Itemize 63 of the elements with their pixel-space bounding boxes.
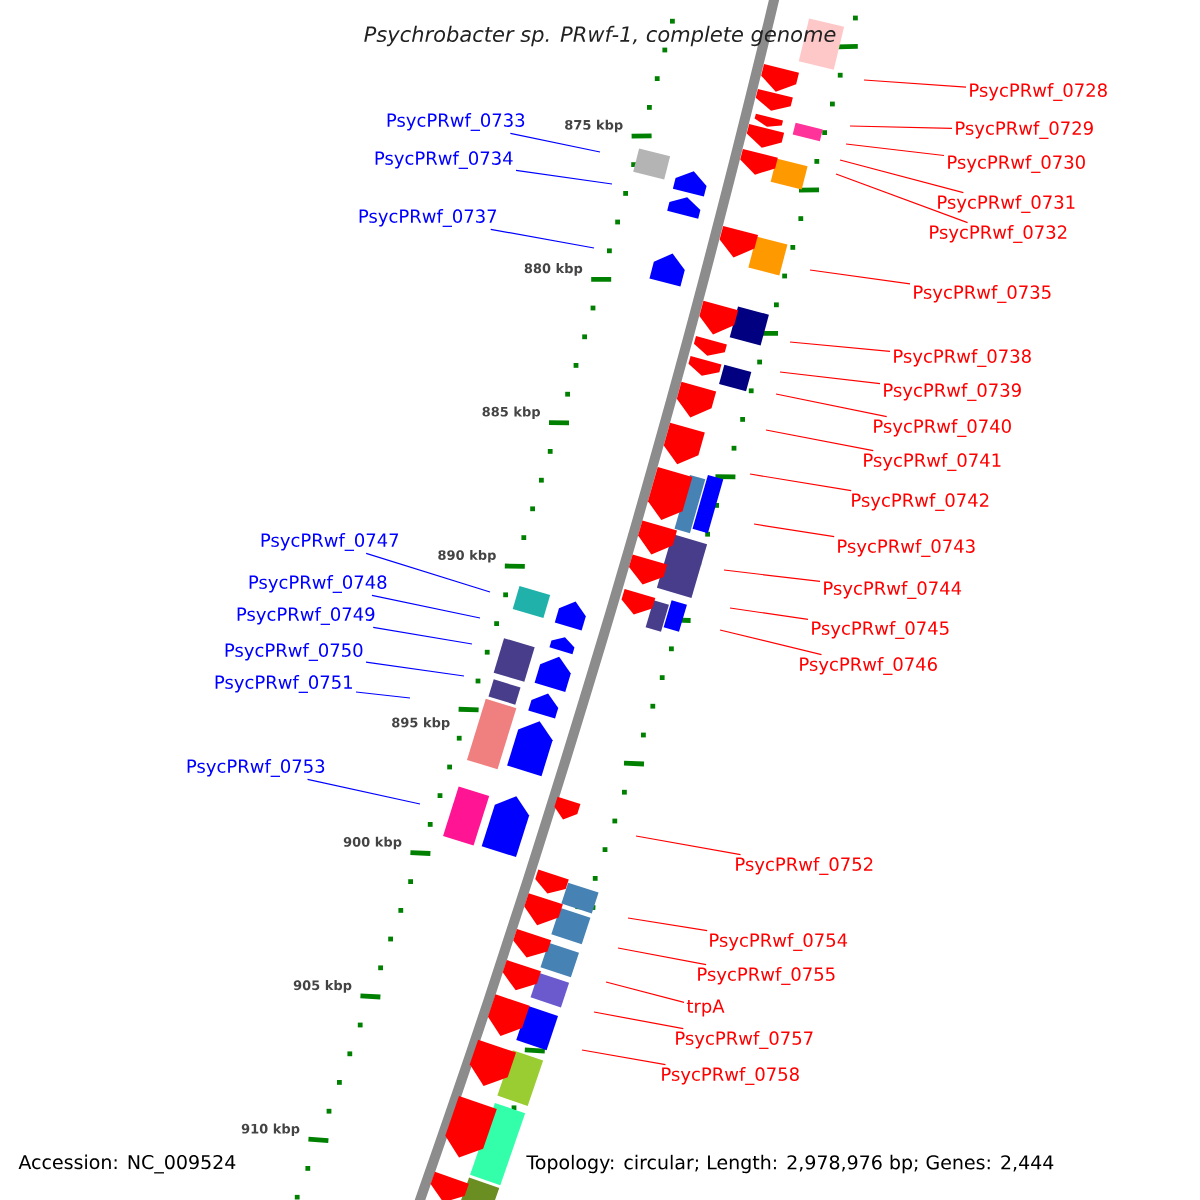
gene-label: PsycPRwf_0732: [930, 225, 1067, 243]
gene-label: PsycPRwf_0742: [852, 493, 989, 511]
gene-label: PsycPRwf_0730: [948, 155, 1085, 173]
gene-label: PsycPRwf_0746: [800, 657, 937, 675]
leader-line: [839, 159, 964, 194]
leader-line: [627, 917, 708, 932]
leader-line: [490, 228, 595, 249]
leader-line: [355, 691, 411, 699]
gene-label: PsycPRwf_0747: [261, 533, 399, 551]
gene-label: PsycPRwf_0757: [676, 1031, 813, 1049]
gene-label: PsycPRwf_0729: [956, 121, 1093, 139]
gene-label: PsycPRwf_0748: [249, 575, 387, 593]
gene-label: PsycPRwf_0734: [375, 151, 513, 169]
gene-label: PsycPRwf_0740: [874, 419, 1011, 437]
gene-label: PsycPRwf_0755: [698, 967, 835, 985]
gene-label: PsycPRwf_0751: [215, 675, 352, 693]
leader-line: [306, 778, 421, 805]
gene-label: PsycPRwf_0744: [824, 581, 962, 599]
gene-label: PsycPRwf_0738: [894, 349, 1031, 367]
gene-label: trpA: [686, 999, 725, 1017]
title: Psychrobacter sp. PRwf-1, complete genome: [364, 25, 836, 47]
leader-line: [635, 835, 742, 856]
leader-line: [849, 125, 953, 129]
leader-line: [835, 173, 969, 224]
leader-line: [845, 143, 945, 157]
gene-label: PsycPRwf_0743: [838, 539, 975, 557]
gene-label: PsycPRwf_0754: [710, 933, 848, 951]
gene-label: PsycPRwf_0735: [914, 285, 1051, 303]
gene-label: PsycPRwf_0728: [970, 83, 1107, 101]
leader-line: [581, 1049, 667, 1066]
accession-text: Accession: NC_009524: [18, 1154, 236, 1174]
gene-label: PsycPRwf_0745: [812, 621, 949, 639]
gene-label: PsycPRwf_0737: [359, 209, 497, 227]
leader-line: [365, 552, 491, 593]
leader-line: [371, 594, 481, 619]
leader-line: [723, 569, 821, 582]
leader-line: [789, 341, 891, 352]
leader-line: [809, 269, 911, 285]
gene-label: PsycPRwf_0752: [736, 857, 873, 875]
gene-label: PsycPRwf_0758: [662, 1067, 799, 1085]
gene-label: PsycPRwf_0733: [387, 113, 525, 131]
gene-label: PsycPRwf_0731: [938, 195, 1075, 213]
gene-label: PsycPRwf_0739: [884, 383, 1021, 401]
leader-line: [605, 981, 685, 1003]
leader-line: [765, 429, 874, 452]
leader-line: [365, 661, 465, 677]
leader-line: [863, 79, 967, 88]
leader-line: [372, 626, 473, 645]
gene-label: PsycPRwf_0753: [187, 759, 325, 777]
gene-label: PsycPRwf_0749: [237, 607, 375, 625]
gene-label: PsycPRwf_0741: [864, 453, 1001, 471]
leader-line: [775, 393, 888, 418]
leader-line: [753, 523, 835, 538]
leader-line: [729, 607, 809, 621]
leader-line: [719, 629, 823, 656]
gene-label: PsycPRwf_0750: [225, 643, 363, 661]
genome-summary-text: Topology: circular; Length: 2,978,976 bp; Genes: 2,444: [526, 1154, 1054, 1174]
leader-line: [779, 371, 881, 385]
leader-line: [515, 169, 613, 185]
leader-line: [593, 1011, 684, 1030]
leader-line: [617, 947, 707, 966]
leader-line: [509, 132, 601, 153]
leader-line: [749, 473, 852, 492]
